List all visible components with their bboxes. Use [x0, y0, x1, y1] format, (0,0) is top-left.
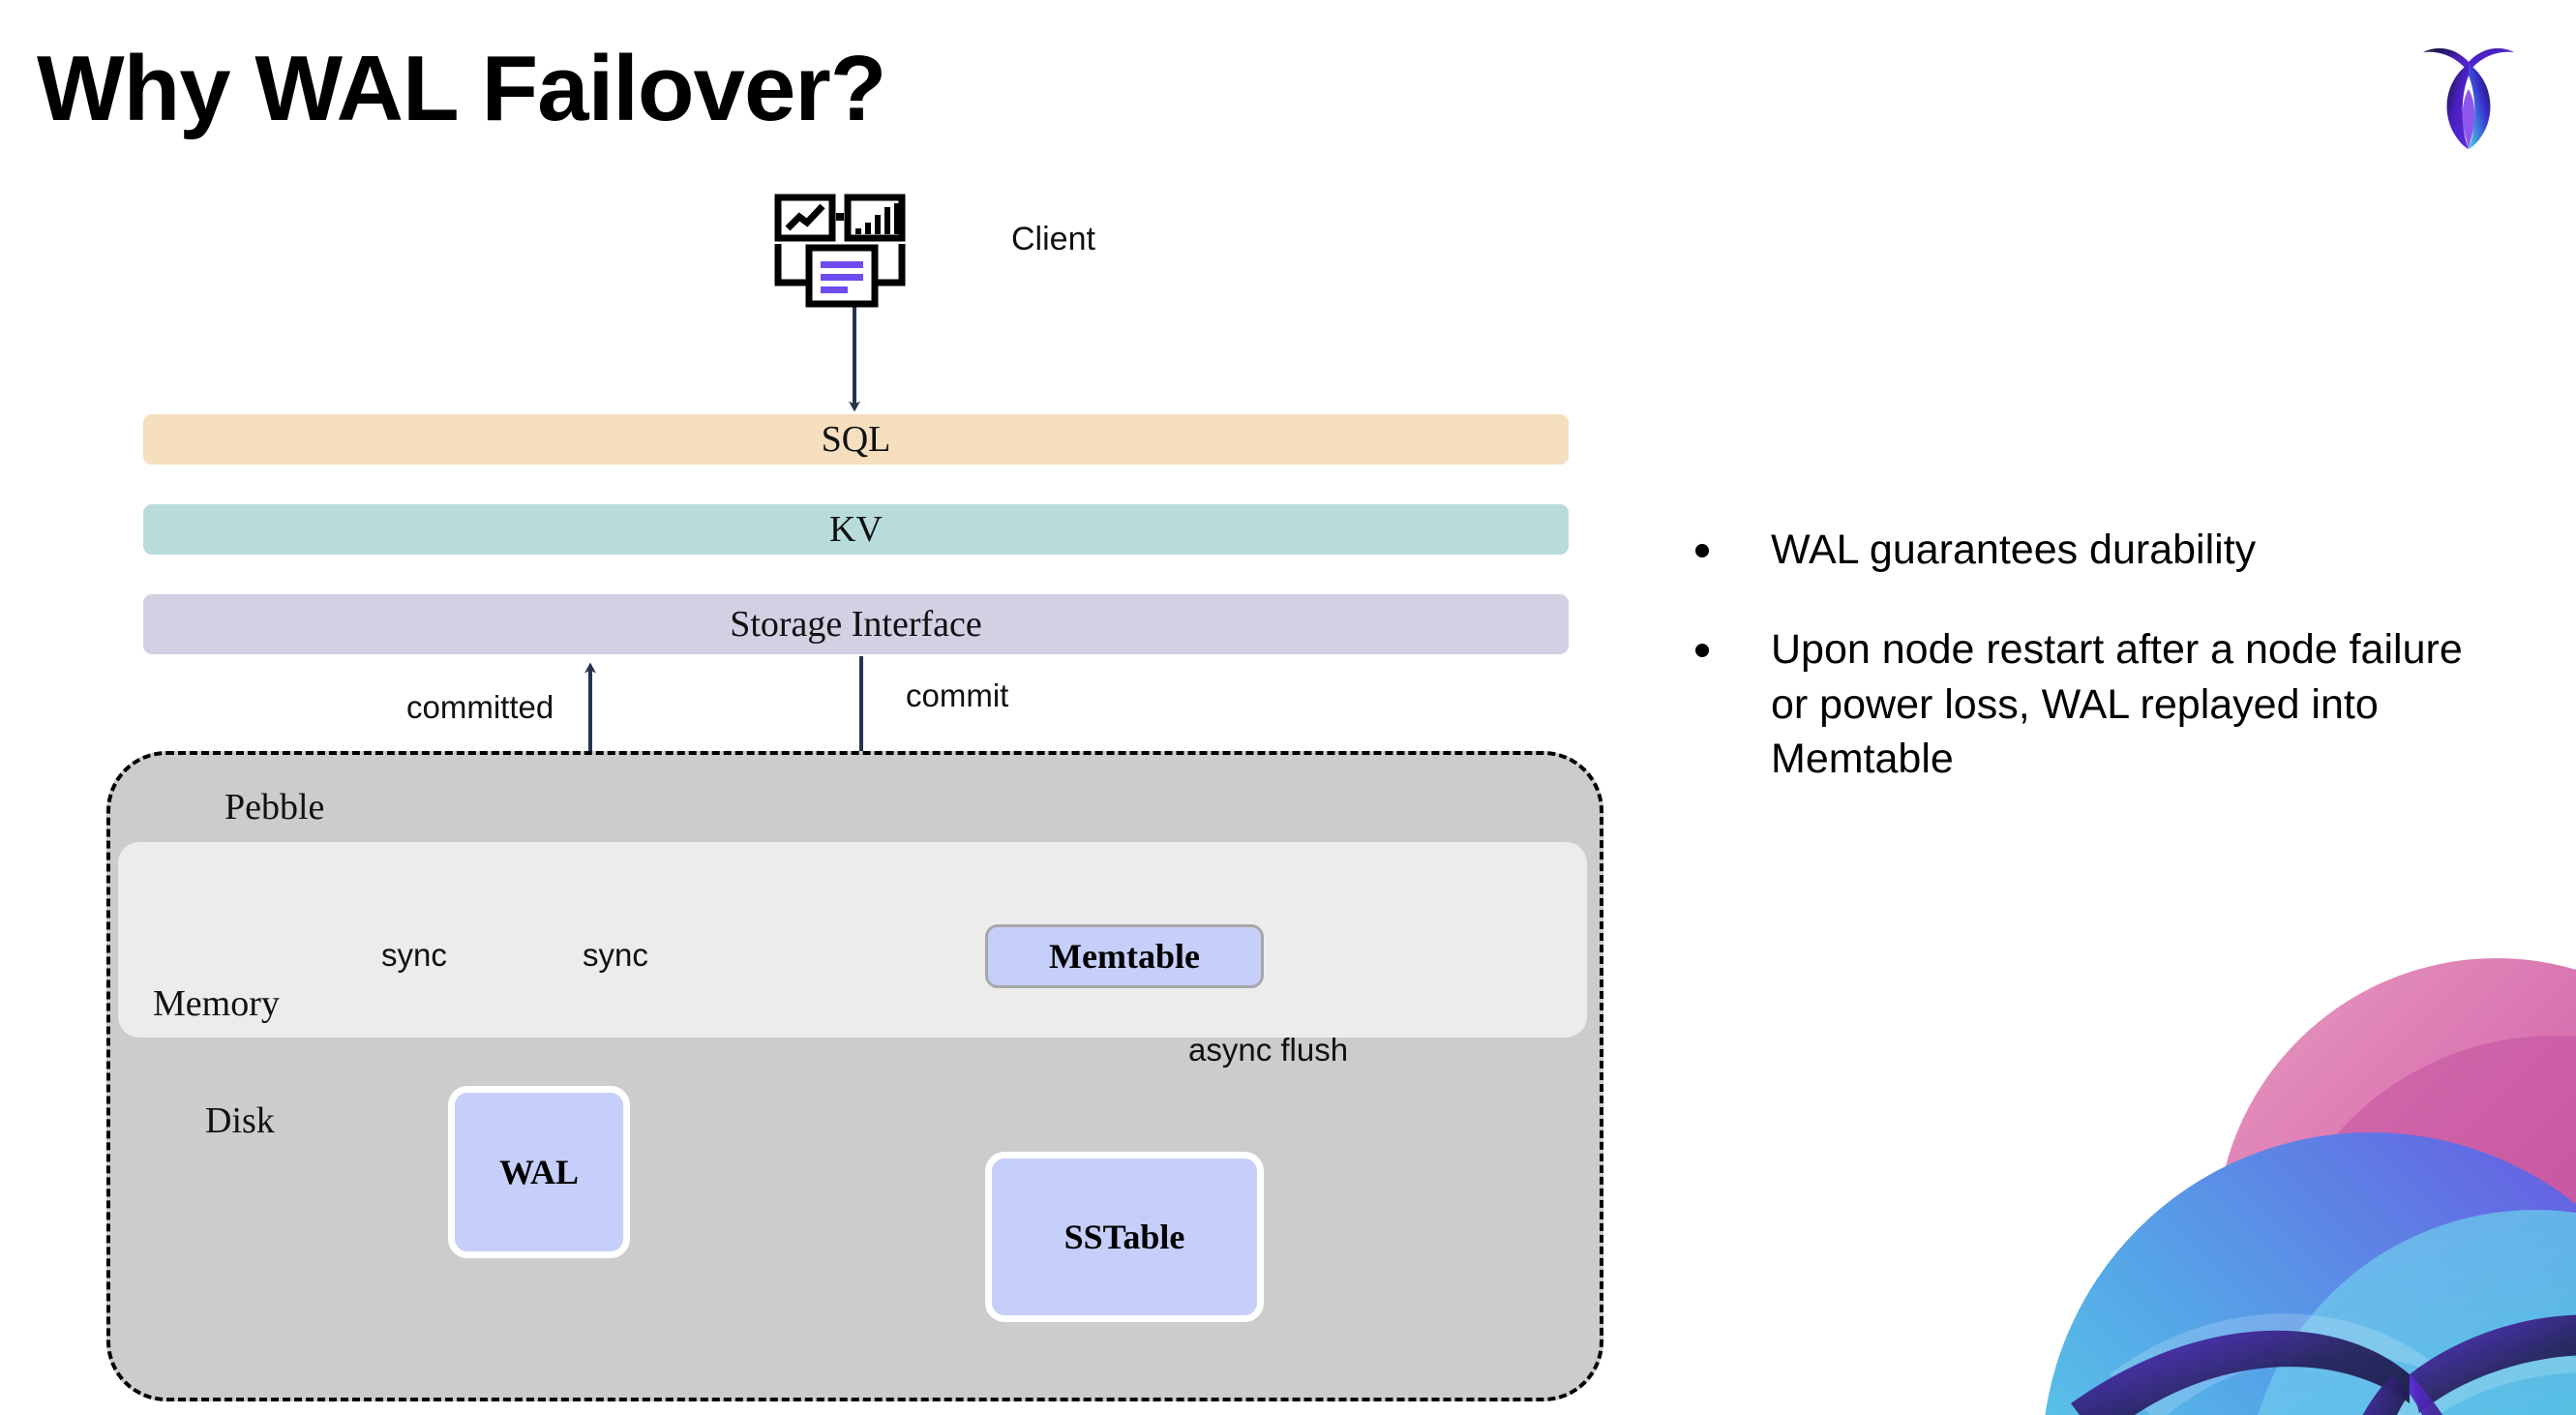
layer-bar-sql-label: SQL: [821, 419, 891, 460]
bullet-text: WAL guarantees durability: [1771, 527, 2257, 573]
pebble-label: Pebble: [225, 787, 325, 828]
layer-bar-sql[interactable]: SQL: [143, 414, 1569, 465]
node-sstable-label: SSTable: [1063, 1218, 1185, 1256]
memory-label: Memory: [153, 983, 280, 1024]
cockroachdb-logo-icon: [2417, 37, 2520, 151]
node-memtable-label: Memtable: [1049, 937, 1200, 976]
node-wal[interactable]: WAL: [448, 1086, 630, 1258]
node-wal-label: WAL: [498, 1153, 580, 1191]
list-item: WAL guarantees durability: [1695, 523, 2508, 578]
layer-bar-storage-interface[interactable]: Storage Interface: [143, 594, 1569, 654]
bullet-dot-icon: [1695, 643, 1709, 657]
edge-label-async-flush: async flush: [1188, 1032, 1349, 1068]
client-label: Client: [1011, 221, 1095, 257]
list-item: Upon node restart after a node failure o…: [1695, 622, 2508, 787]
disk-label: Disk: [205, 1100, 275, 1141]
bullet-text: Upon node restart after a node failure o…: [1771, 625, 2463, 783]
layer-bar-storage-interface-label: Storage Interface: [730, 604, 982, 645]
layer-bar-kv[interactable]: KV: [143, 504, 1569, 555]
bullet-dot-icon: [1695, 544, 1709, 557]
memory-region: [118, 842, 1587, 1038]
edge-label-commit: commit: [906, 677, 1009, 713]
edge-label-committed: committed: [406, 689, 554, 725]
node-sstable[interactable]: SSTable: [985, 1152, 1264, 1322]
page-title: Why WAL Failover?: [37, 37, 886, 140]
layer-bar-kv-label: KV: [829, 509, 883, 550]
decorative-logo-artwork: [1955, 919, 2576, 1415]
bullet-list: WAL guarantees durability Upon node rest…: [1695, 523, 2508, 831]
edge-label-sync-left: sync: [381, 937, 447, 973]
client-dashboard-icon: [774, 194, 929, 310]
node-memtable[interactable]: Memtable: [985, 924, 1264, 988]
architecture-diagram: Client SQL KV Storage Interface Pebble M…: [106, 194, 1603, 1401]
edge-label-sync-right: sync: [583, 937, 648, 973]
